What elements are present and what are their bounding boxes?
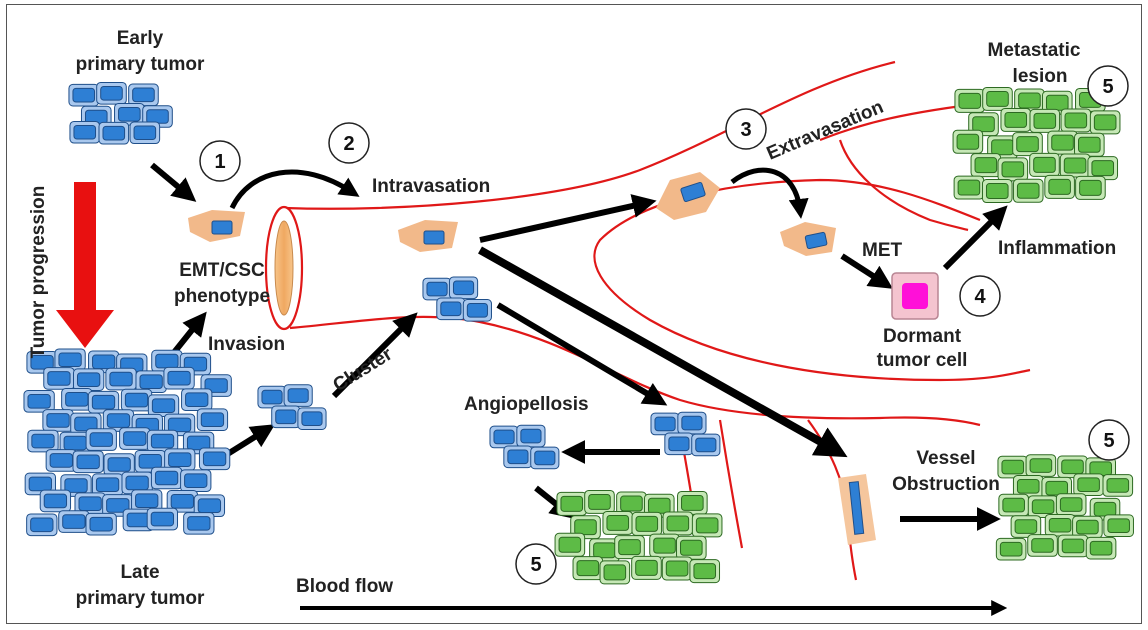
early-tumor-cluster	[68, 81, 173, 145]
metastatic-lesion-label-1: Metastatic	[988, 40, 1081, 61]
arrow-step3	[730, 167, 809, 219]
tumor-progression-arrow	[56, 182, 114, 348]
step-2-marker: 2	[328, 122, 370, 164]
arrows	[56, 162, 1008, 616]
arrow-vessel-long	[478, 246, 848, 458]
dormant-label-2: tumor cell	[877, 350, 968, 371]
step-number: 5	[530, 554, 541, 576]
arrow-to-metastatic-lesion	[942, 205, 1008, 271]
arrow-step2	[229, 169, 360, 210]
late-tumor-label-2: primary tumor	[76, 588, 205, 609]
step-number: 5	[1102, 76, 1113, 98]
emt-label-2: phenotype	[174, 286, 270, 307]
met-cell	[780, 222, 836, 256]
extravasation-label: Extravasation	[764, 97, 887, 165]
extravasating-cell	[656, 172, 720, 220]
dormant-label-1: Dormant	[883, 326, 962, 347]
arrow-cluster-to-vessel	[331, 312, 418, 399]
emt-cell	[188, 210, 245, 242]
circulating-tumor-cell	[398, 220, 458, 252]
invading-cluster	[257, 384, 327, 430]
vessel-opening	[264, 205, 304, 331]
intravasation-label: Intravasation	[372, 176, 490, 197]
step-markers: 1 2 3 4 5 5 5	[199, 65, 1130, 585]
obstructed-vessel-segment	[838, 474, 876, 545]
inflammation-label: Inflammation	[998, 238, 1116, 259]
vessel-obstruction-label-1: Vessel	[916, 448, 975, 469]
early-tumor-label-1: Early	[117, 28, 164, 49]
met-label: MET	[862, 240, 903, 261]
emt-label-1: EMT/CSC	[179, 260, 265, 281]
figure-frame	[6, 4, 1142, 624]
blood-flow-label: Blood flow	[296, 576, 393, 597]
late-tumor-cluster	[23, 348, 232, 537]
invasion-label: Invasion	[208, 334, 285, 355]
late-tumor-label-1: Late	[120, 562, 159, 583]
circulating-cluster	[422, 276, 492, 322]
arrow-met-to-dormant	[840, 253, 894, 289]
cluster-label: Cluster	[330, 343, 397, 396]
step-3-marker: 3	[725, 108, 767, 150]
arrow-to-angiopellosis-cluster	[496, 302, 668, 406]
dormant-tumor-cell	[891, 272, 939, 320]
metastatic-lesion-label-2: lesion	[1013, 66, 1068, 87]
step-number: 5	[1103, 430, 1114, 452]
early-tumor-label-2: primary tumor	[76, 54, 205, 75]
step-5-marker: 5	[1088, 419, 1130, 461]
step-5-marker: 5	[515, 543, 557, 585]
angiopellosis-label: Angiopellosis	[464, 394, 589, 415]
metastatic-lesion-bottom	[554, 489, 723, 585]
angiopellosis-cluster-out	[489, 424, 560, 470]
step-number: 3	[740, 119, 751, 141]
tumor-progression-label: Tumor progression	[28, 186, 49, 359]
step-5-marker: 5	[1087, 65, 1129, 107]
angiopellosis-cluster-vessel	[650, 411, 721, 457]
step-1-marker: 1	[199, 140, 241, 182]
metastatic-lesion-top	[952, 86, 1121, 204]
vessel-obstruction-label-2: Obstruction	[892, 474, 1000, 495]
step-number: 2	[343, 133, 354, 155]
arrow-to-cluster	[224, 424, 276, 458]
arrow-to-extravasation	[479, 194, 657, 243]
metastatic-lesion-right	[995, 454, 1134, 561]
arrow-step1	[150, 162, 197, 202]
step-number: 4	[974, 286, 986, 308]
step-number: 1	[214, 151, 225, 173]
step-4-marker: 4	[959, 275, 1001, 317]
